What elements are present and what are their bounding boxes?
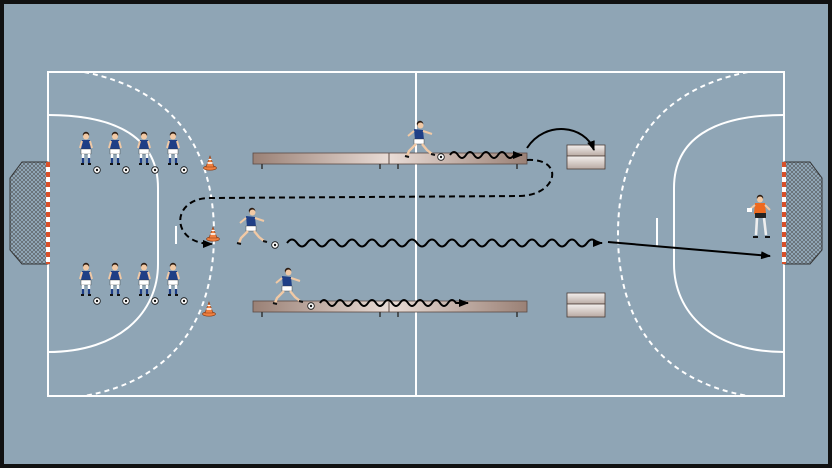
dribble-path-middle <box>286 238 603 248</box>
dribble-path-top-bench <box>449 151 523 159</box>
ball-icon <box>93 297 101 305</box>
ball-icon <box>180 297 188 305</box>
top-bench <box>252 152 528 169</box>
drill-paths <box>179 128 771 307</box>
bottom-vaulting-box <box>566 292 606 318</box>
ball-icon <box>93 166 101 174</box>
right-goal <box>782 161 823 265</box>
run-path-dashed <box>179 158 554 248</box>
right-free-throw-line <box>616 71 749 397</box>
right-goal-area-line <box>673 114 785 353</box>
ball-icon <box>307 302 315 310</box>
ball-icon <box>271 241 279 249</box>
ball-icon <box>122 297 130 305</box>
ball-icon <box>122 166 130 174</box>
shot-path <box>607 241 771 260</box>
ball-icon <box>180 166 188 174</box>
left-goal <box>9 161 50 265</box>
ball-icon <box>437 153 445 161</box>
dribble-path-bottom-bench <box>319 299 469 307</box>
top-vaulting-box <box>566 144 606 170</box>
jump-path-to-box <box>526 128 595 151</box>
goalkeeper <box>747 194 771 238</box>
ball-icon <box>151 297 159 305</box>
ball-icon <box>151 166 159 174</box>
left-goal-area-line <box>47 114 159 353</box>
